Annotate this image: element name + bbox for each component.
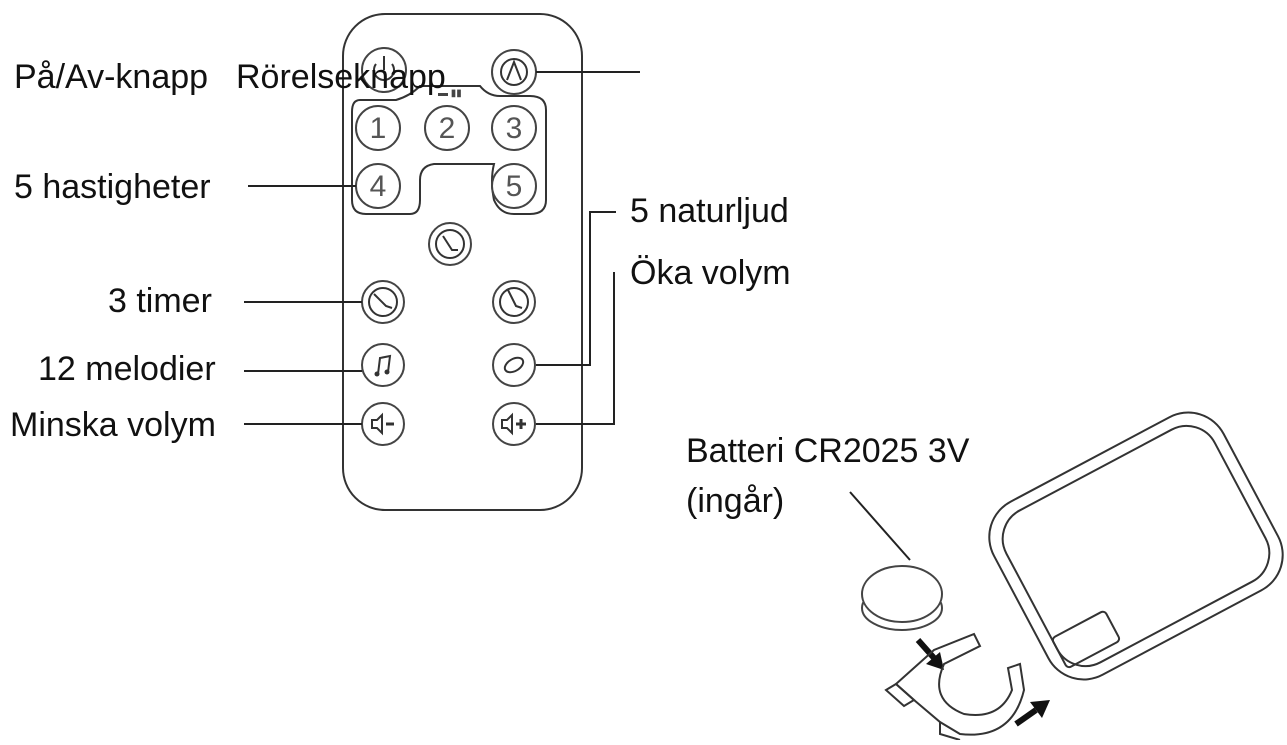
power-button[interactable] xyxy=(361,47,407,93)
right-clock-button[interactable] xyxy=(492,280,536,324)
volume-up-button[interactable] xyxy=(492,402,536,446)
remote-body xyxy=(342,13,583,511)
speaker-minus-icon xyxy=(371,412,394,436)
battery-holder xyxy=(884,632,1026,741)
motion-button[interactable] xyxy=(491,49,537,95)
label-motion: Rörelseknapp xyxy=(236,58,446,96)
label-vol-down: Minska volym xyxy=(10,406,216,444)
leader-battery xyxy=(849,491,911,561)
speed-label: 5 xyxy=(506,170,523,203)
music-note-icon xyxy=(374,354,392,377)
speed-label: 2 xyxy=(439,112,456,145)
remote-back-view xyxy=(988,411,1284,681)
coin-battery xyxy=(861,565,943,631)
arrow-up-right-icon xyxy=(1014,700,1050,727)
speed-label: 1 xyxy=(370,112,387,145)
speed-button-4[interactable]: 4 xyxy=(355,163,401,209)
clock-icon xyxy=(499,287,529,317)
clock-icon xyxy=(368,287,398,317)
nature-sound-button[interactable] xyxy=(492,343,536,387)
power-icon xyxy=(373,56,395,81)
speed-button-5[interactable]: 5 xyxy=(491,163,537,209)
label-melodies: 12 melodier xyxy=(38,350,216,388)
speed-button-1[interactable]: 1 xyxy=(355,105,401,151)
label-speeds: 5 hastigheter xyxy=(14,168,211,206)
leader-vol-up xyxy=(536,272,615,425)
label-power: På/Av-knapp xyxy=(14,58,208,96)
label-battery-2: (ingår) xyxy=(686,482,784,520)
speaker-plus-icon xyxy=(501,412,526,436)
label-vol-up: Öka volym xyxy=(630,254,791,292)
label-nature: 5 naturljud xyxy=(630,192,789,230)
arrow-down-icon xyxy=(915,638,944,670)
center-clock-button[interactable] xyxy=(428,222,472,266)
motion-icon xyxy=(500,58,528,86)
speed-button-3[interactable]: 3 xyxy=(491,105,537,151)
leaf-icon xyxy=(503,356,525,374)
label-battery-1: Batteri CR2025 3V xyxy=(686,432,970,470)
leader-nature xyxy=(536,211,616,366)
speed-area-outline xyxy=(351,85,547,215)
timer-button[interactable] xyxy=(361,280,405,324)
speed-label: 4 xyxy=(370,170,387,203)
melody-button[interactable] xyxy=(361,343,405,387)
volume-down-button[interactable] xyxy=(361,402,405,446)
speed-button-2[interactable]: 2 xyxy=(424,105,470,151)
label-timer: 3 timer xyxy=(108,282,212,320)
clock-icon xyxy=(435,229,465,259)
speed-label: 3 xyxy=(506,112,523,145)
motion-small-mark: ▬ ▮▮ xyxy=(438,88,462,99)
